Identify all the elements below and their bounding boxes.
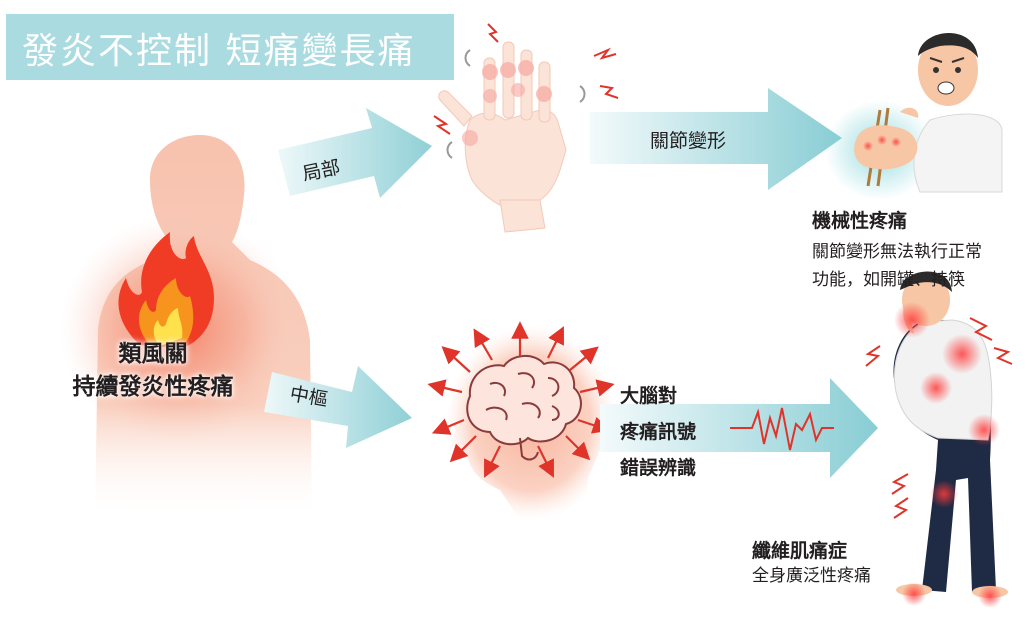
brain-signal-line1: 大腦對	[620, 385, 678, 407]
flame-icon	[118, 232, 214, 348]
brain-signal-line3: 錯誤辨識	[620, 457, 697, 479]
title: 發炎不控制 短痛變長痛	[22, 31, 416, 72]
pain-bolt-icons	[433, 23, 619, 159]
arrow-pain-signal	[600, 378, 878, 478]
center-label-line2: 持續發炎性疼痛	[72, 374, 234, 400]
arrow-central	[264, 366, 412, 448]
center-label-line1: 類風關	[118, 341, 188, 367]
mechanical-pain-desc-line1: 關節變形無法執行正常	[812, 242, 982, 262]
ecg-line	[730, 407, 834, 451]
man-in-pain-illustration	[865, 271, 1013, 608]
mechanical-pain-heading: 機械性疼痛	[812, 210, 908, 232]
title-banner	[6, 14, 454, 80]
arrow-local	[278, 108, 432, 198]
brain-signal-label: 大腦對 疼痛訊號 錯誤辨識	[620, 378, 696, 486]
man-chopsticks-illustration	[825, 32, 1003, 200]
mechanical-pain-desc-line2: 功能，如開罐、持筷	[812, 270, 965, 290]
arrow-joint-deformation	[590, 88, 842, 190]
arrow-label-joint-deformation: 關節變形	[650, 130, 727, 152]
center-label: 類風關 持續發炎性疼痛	[58, 338, 248, 404]
brain-signal-line2: 疼痛訊號	[620, 421, 697, 443]
pain-radiation-arrows	[427, 321, 615, 478]
hand-skeleton-icon	[438, 41, 567, 233]
fibromyalgia-desc: 全身廣泛性疼痛	[752, 566, 871, 586]
fibromyalgia-heading: 纖維肌痛症	[752, 540, 848, 562]
